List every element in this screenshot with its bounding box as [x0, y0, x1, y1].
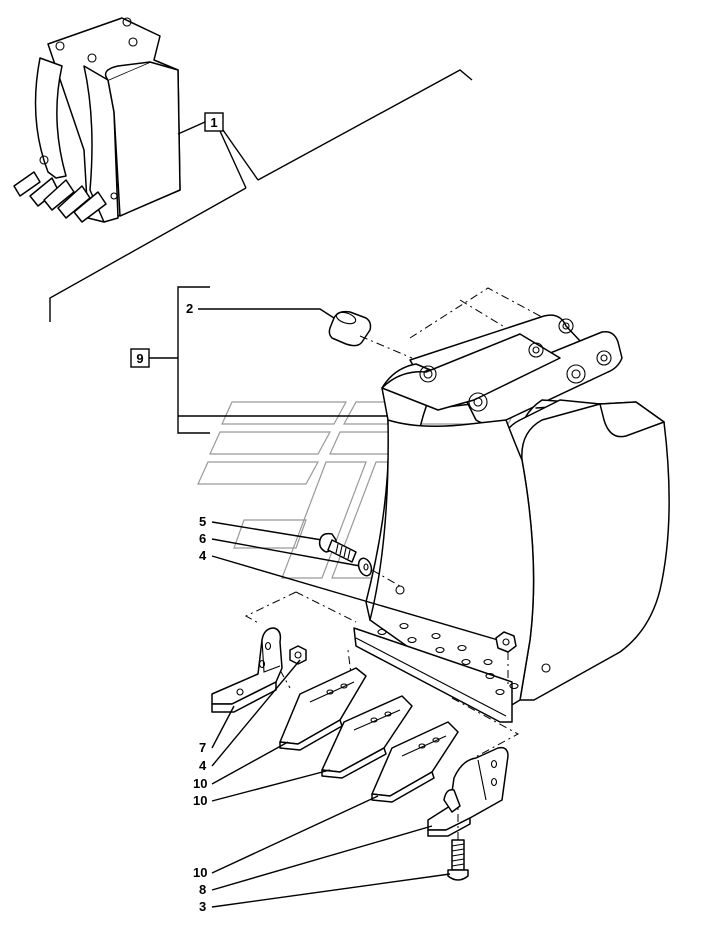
bucket-assembly-icon	[13, 17, 181, 223]
callout-10a: 10	[193, 776, 207, 791]
callout-3: 3	[199, 899, 206, 914]
tooth-2-part	[321, 695, 413, 779]
callout-6: 6	[199, 531, 206, 546]
callout-10c: 10	[193, 865, 207, 880]
bolt-part	[318, 532, 357, 563]
callout-9: 9	[136, 351, 143, 366]
callout-2: 2	[186, 301, 193, 316]
callout-10b: 10	[193, 793, 207, 808]
main-bucket-part	[353, 314, 670, 723]
small-nut-part	[289, 645, 307, 665]
left-side-cutter-part	[211, 627, 283, 713]
tooth-3-part	[371, 721, 459, 803]
right-side-cutter-part	[427, 746, 509, 837]
callout-5: 5	[199, 514, 206, 529]
callout-4b: 4	[199, 758, 207, 773]
tooth-1-part	[279, 667, 367, 751]
callout-4a: 4	[199, 548, 207, 563]
nut-part	[495, 631, 517, 653]
washer-part	[357, 557, 373, 577]
screw-part	[447, 839, 469, 881]
bushing-part	[328, 310, 372, 347]
callout-1: 1	[210, 115, 217, 130]
callout-8: 8	[199, 882, 206, 897]
callout-7: 7	[199, 740, 206, 755]
